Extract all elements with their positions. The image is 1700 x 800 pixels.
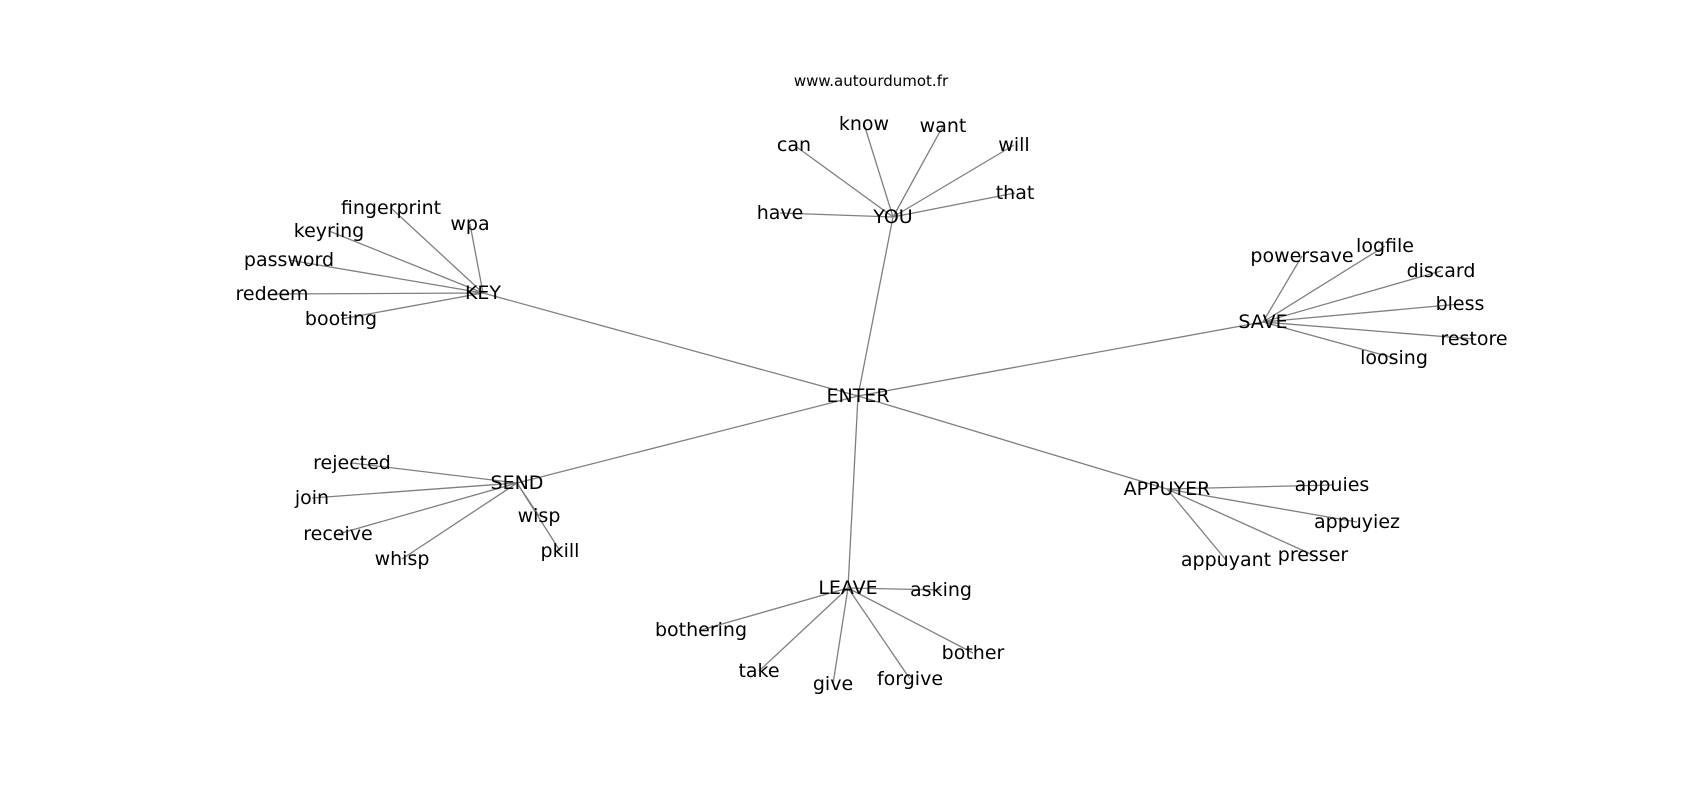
node-leaf-know: know bbox=[839, 113, 889, 135]
node-leaf-that: that bbox=[996, 182, 1035, 204]
edge-key-booting bbox=[340, 292, 484, 320]
edge-enter-key bbox=[482, 292, 859, 397]
node-leaf-fingerprint: fingerprint bbox=[341, 197, 441, 219]
edge-leave-give bbox=[832, 587, 849, 685]
edge-you-want bbox=[892, 125, 944, 218]
node-leaf-bless: bless bbox=[1436, 293, 1485, 315]
node-leaf-wisp: wisp bbox=[518, 505, 561, 527]
edge-enter-send bbox=[516, 395, 859, 484]
node-leaf-will: will bbox=[998, 134, 1029, 156]
edge-enter-save bbox=[857, 321, 1264, 397]
node-hub-send: SEND bbox=[491, 472, 544, 494]
edge-enter-you bbox=[857, 216, 894, 397]
edge-appuyer-appuyiez bbox=[1166, 488, 1358, 523]
edge-enter-leave bbox=[847, 395, 859, 589]
node-leaf-appuyiez: appuyiez bbox=[1314, 511, 1400, 533]
edge-key-redeem bbox=[271, 292, 484, 295]
node-leaf-rejected: rejected bbox=[313, 452, 391, 474]
node-leaf-logfile: logfile bbox=[1356, 235, 1414, 257]
edge-enter-appuyer bbox=[857, 395, 1168, 490]
edge-you-will bbox=[892, 144, 1015, 218]
node-leaf-powersave: powersave bbox=[1250, 245, 1353, 267]
node-leaf-give: give bbox=[813, 673, 853, 695]
node-leaf-asking: asking bbox=[910, 579, 972, 601]
edge-save-powersave bbox=[1262, 255, 1303, 323]
watermark-text: www.autourdumot.fr bbox=[793, 72, 949, 90]
node-leaf-restore: restore bbox=[1440, 328, 1507, 350]
edge-key-wpa bbox=[469, 223, 484, 294]
edge-save-loosing bbox=[1262, 321, 1395, 359]
edge-appuyer-appuies bbox=[1166, 484, 1333, 490]
edge-send-whisp bbox=[401, 482, 518, 560]
node-leaf-loosing: loosing bbox=[1360, 347, 1428, 369]
edge-appuyer-appuyant bbox=[1166, 488, 1227, 561]
node-leaf-bothering: bothering bbox=[655, 619, 747, 641]
node-center: ENTER bbox=[826, 385, 889, 407]
node-leaf-can: can bbox=[777, 134, 811, 156]
node-leaf-booting: booting bbox=[305, 308, 377, 330]
node-leaf-password: password bbox=[244, 249, 334, 271]
node-leaf-keyring: keyring bbox=[294, 220, 364, 242]
edge-leave-bothering bbox=[700, 587, 849, 631]
node-leaf-join: join bbox=[294, 487, 329, 509]
node-hub-leave: LEAVE bbox=[818, 577, 877, 599]
node-leaf-take: take bbox=[738, 660, 779, 682]
node-leaf-whisp: whisp bbox=[375, 548, 430, 570]
node-leaf-discard: discard bbox=[1407, 260, 1476, 282]
node-leaf-have: have bbox=[757, 202, 804, 224]
edge-you-have bbox=[779, 212, 894, 218]
edge-save-logfile bbox=[1262, 245, 1386, 323]
node-leaf-bother: bother bbox=[942, 642, 1005, 664]
edge-send-pkill bbox=[516, 482, 561, 552]
edge-layer bbox=[271, 123, 1475, 685]
node-leaf-appuyant: appuyant bbox=[1181, 549, 1271, 571]
edge-leave-asking bbox=[847, 587, 942, 591]
edge-key-fingerprint bbox=[390, 207, 484, 294]
node-leaf-forgive: forgive bbox=[877, 668, 943, 690]
node-hub-key: KEY bbox=[465, 282, 501, 304]
edge-send-rejected bbox=[351, 462, 518, 484]
edge-you-that bbox=[892, 192, 1016, 218]
edge-you-know bbox=[863, 123, 894, 218]
node-leaf-presser: presser bbox=[1278, 544, 1349, 566]
edge-leave-bother bbox=[847, 587, 974, 654]
edge-key-password bbox=[288, 259, 484, 294]
edge-you-can bbox=[793, 144, 894, 218]
edge-key-keyring bbox=[328, 230, 484, 294]
edge-leave-forgive bbox=[847, 587, 911, 680]
edge-send-join bbox=[311, 482, 518, 499]
node-leaf-appuies: appuies bbox=[1295, 474, 1370, 496]
edge-save-discard bbox=[1262, 270, 1442, 323]
edge-save-bless bbox=[1262, 303, 1461, 323]
node-leaf-receive: receive bbox=[303, 523, 372, 545]
edge-send-receive bbox=[337, 482, 518, 535]
edge-appuyer-presser bbox=[1166, 488, 1314, 556]
edge-leave-take bbox=[758, 587, 849, 672]
node-leaf-want: want bbox=[920, 115, 967, 137]
node-hub-you: YOU bbox=[872, 206, 912, 228]
node-leaf-pkill: pkill bbox=[541, 540, 580, 562]
node-leaf-redeem: redeem bbox=[235, 283, 308, 305]
node-hub-appuyer: APPUYER bbox=[1124, 478, 1211, 500]
node-hub-save: SAVE bbox=[1238, 311, 1287, 333]
node-leaf-wpa: wpa bbox=[450, 213, 489, 235]
edge-save-restore bbox=[1262, 321, 1475, 340]
